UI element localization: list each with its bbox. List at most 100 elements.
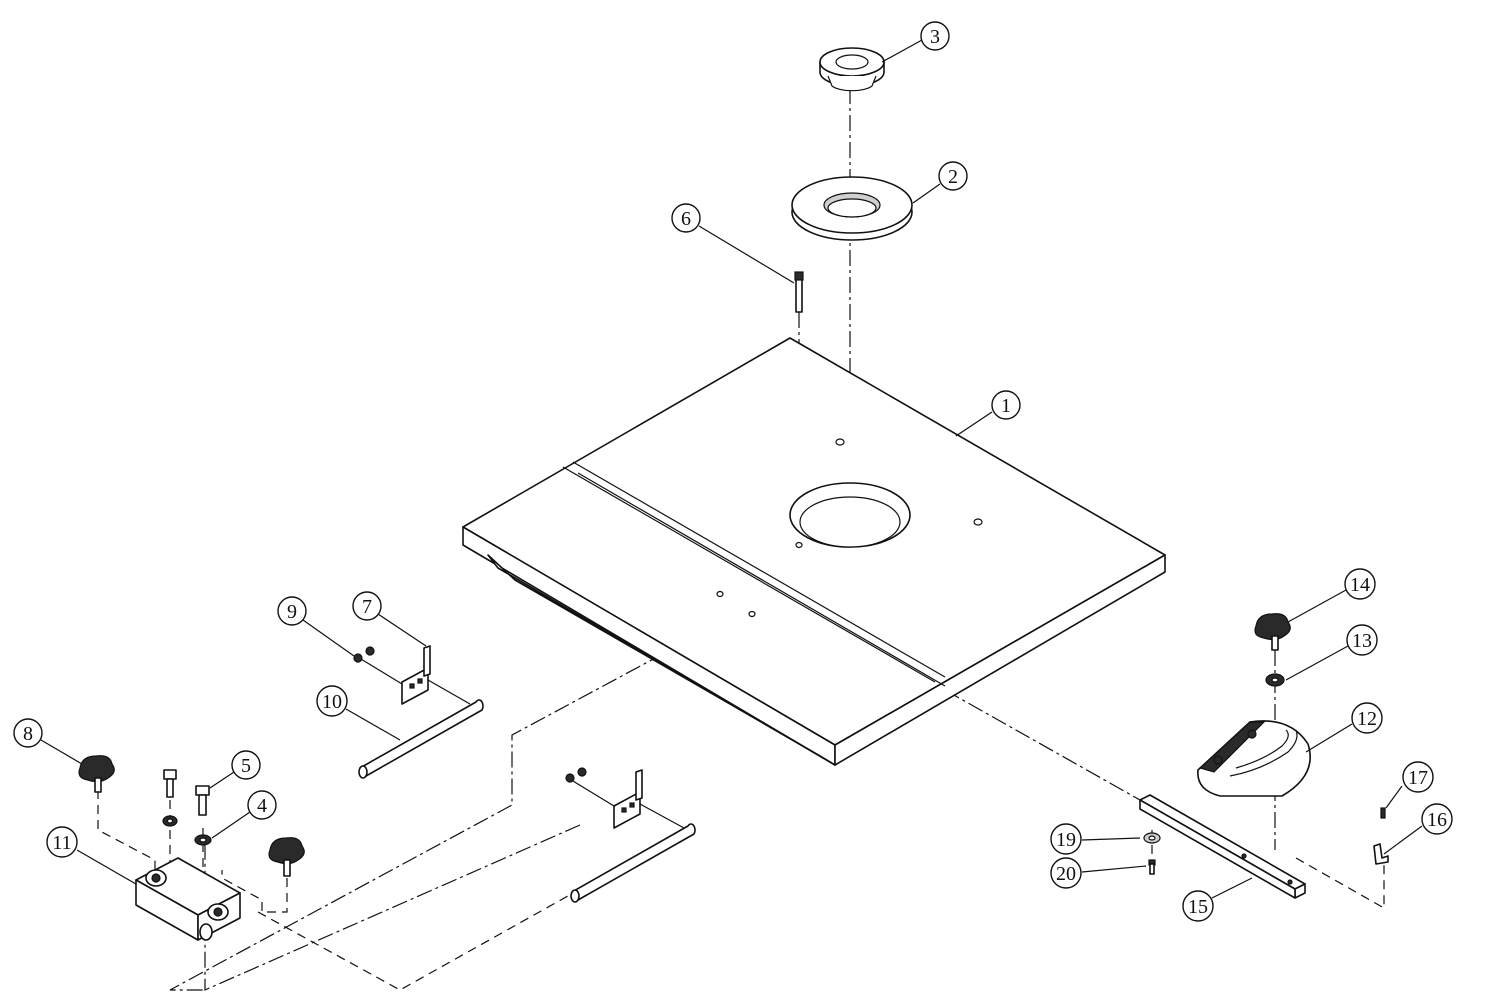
leader-19	[1081, 837, 1141, 841]
bracket-lower-tab	[635, 769, 643, 801]
callout-12: 12	[1351, 702, 1383, 734]
callout-10: 10	[316, 685, 348, 717]
callout-2: 2	[938, 161, 968, 191]
callout-6-label: 6	[681, 208, 691, 230]
leader-5	[209, 771, 235, 789]
washer-19-hole	[1148, 835, 1156, 841]
table-hole-c	[795, 541, 803, 549]
callout-17: 17	[1402, 761, 1434, 793]
callout-11-label: 11	[52, 832, 71, 854]
leader-11	[76, 849, 137, 885]
callout-4-label: 4	[257, 795, 267, 817]
callout-15-circle	[1182, 890, 1214, 922]
miter-screw-20	[1148, 859, 1156, 875]
bolt-left	[162, 769, 178, 827]
bracket-lower-screw-a	[565, 773, 575, 783]
rod-lower-end	[570, 889, 580, 903]
callout-5-label: 5	[241, 755, 251, 777]
leader-14	[1287, 589, 1347, 623]
screw-9-a	[353, 653, 363, 663]
knob-8	[78, 755, 115, 793]
bracket-lower-screw-line	[567, 777, 615, 807]
pin-body	[795, 277, 803, 313]
callout-4: 4	[247, 790, 277, 820]
screws-9-line	[355, 655, 403, 685]
leader-16	[1383, 825, 1423, 855]
knob-8-head	[78, 755, 115, 783]
bracket-lower-arm	[639, 803, 685, 829]
fence-bracket-upper	[401, 645, 471, 705]
knob-14-stem	[1271, 635, 1279, 651]
dashline-knob-8	[97, 790, 156, 875]
leader-8	[40, 739, 83, 765]
callout-14: 14	[1344, 568, 1376, 600]
miter-head-screw-b	[1247, 729, 1257, 739]
miter-slot-line-a	[562, 466, 936, 683]
callout-1-circle	[991, 390, 1021, 420]
leader-15	[1211, 877, 1253, 899]
bracket-lower-hole-b	[629, 802, 635, 808]
washer-13-hole	[1271, 677, 1279, 683]
callout-12-circle	[1351, 702, 1383, 734]
rod-10-body	[359, 699, 484, 777]
block-bore	[199, 923, 213, 941]
table-hole-a	[835, 438, 845, 446]
callout-16-label: 16	[1427, 809, 1447, 831]
callout-19: 19	[1050, 823, 1082, 855]
miter-head-arc-inner	[1235, 729, 1289, 769]
throat-ring-hole-inner	[827, 198, 877, 218]
callout-10-label: 10	[322, 691, 342, 713]
table-right-edge	[834, 554, 1166, 766]
callout-11: 11	[46, 826, 78, 858]
miter-bar-hole-b	[1287, 879, 1293, 885]
callout-19-label: 19	[1056, 829, 1076, 851]
stop-16	[1373, 843, 1389, 865]
screw-17-body	[1380, 807, 1386, 819]
centerline-miter-slot	[944, 689, 1141, 801]
leader-10	[345, 708, 401, 741]
callout-19-circle	[1050, 823, 1082, 855]
bracket-7-hole-a	[409, 683, 415, 689]
callout-12-label: 12	[1357, 708, 1377, 730]
leader-4	[211, 811, 251, 839]
miter-head-12	[1197, 720, 1311, 797]
fence-bracket-lower	[565, 767, 685, 829]
callout-6-circle	[671, 203, 701, 233]
dashline-stop-16-17	[1295, 857, 1385, 910]
table-insert-bore-inner	[799, 496, 901, 548]
pin-head	[794, 271, 804, 281]
leader-17	[1385, 785, 1403, 809]
leader-1	[955, 411, 993, 437]
leader-20	[1081, 865, 1147, 873]
fence-rod-upper	[358, 699, 484, 779]
callout-15: 15	[1182, 890, 1214, 922]
callout-6: 6	[671, 203, 701, 233]
callout-7: 7	[352, 591, 382, 621]
dashline-bracket-bottom	[257, 877, 601, 991]
callout-7-label: 7	[362, 596, 372, 618]
centerline-fence-rail-second	[204, 824, 581, 991]
washer-left-hole	[166, 818, 174, 824]
bolt-5-head	[195, 785, 210, 796]
bolt-left-head	[163, 769, 177, 780]
bracket-lower-screw-b	[577, 767, 587, 777]
leader-2	[912, 183, 941, 204]
bracket-7-hole-b	[417, 678, 423, 684]
knob-right-head	[268, 837, 305, 865]
knob-right-stem	[283, 859, 291, 877]
alignment-pin	[794, 271, 804, 313]
callout-20-label: 20	[1056, 863, 1076, 885]
knob-8-stem	[94, 777, 102, 793]
miter-washer-13	[1265, 673, 1285, 687]
miter-head-arc	[1229, 729, 1298, 777]
bracket-7-tab	[423, 645, 431, 677]
bracket-lower-hole-a	[621, 807, 627, 813]
callout-9-circle	[277, 596, 307, 626]
table-hole-e	[748, 610, 756, 618]
table-insert	[819, 47, 885, 92]
washer-4	[194, 834, 212, 846]
miter-slot-line-b	[572, 461, 946, 678]
bolt-5-shank	[198, 794, 207, 816]
miter-bar-top	[1139, 794, 1306, 890]
